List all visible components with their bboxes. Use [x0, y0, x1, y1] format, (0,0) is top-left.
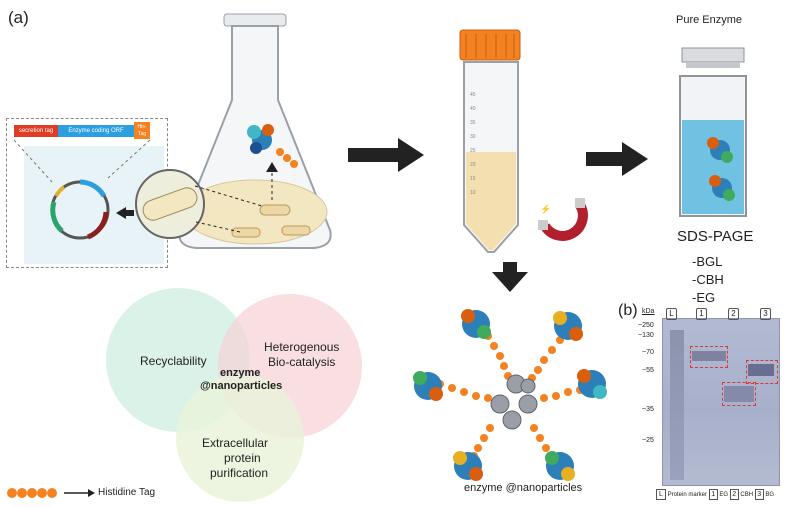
arrow-flask-to-tube [348, 138, 424, 172]
plasmid-arc-green [50, 201, 64, 233]
ladder-smear [670, 330, 684, 480]
footer-l2-text: CBH [740, 492, 754, 498]
svg-text:⚡: ⚡ [540, 203, 551, 215]
footer-l3-box: 3 [754, 489, 764, 500]
sds-item-cbh: -CBH [692, 272, 724, 287]
secretion-tag-block: secretion tag [14, 125, 58, 137]
arrow-tube-to-pure [586, 142, 648, 176]
venn-hetero-2: Bio-catalysis [268, 355, 336, 369]
venn-recyclability: Recyclability [140, 354, 207, 368]
np-caption: enzyme @nanoparticles [464, 482, 583, 494]
pure-enzyme-label: Pure Enzyme [676, 14, 743, 26]
box-eg [690, 346, 728, 368]
plasmid-arc-red [86, 211, 109, 240]
lane-header: L 1 2 3 [662, 308, 778, 320]
np-enzyme-4 [577, 369, 607, 399]
venn-center-1: enzyme [220, 367, 261, 379]
footer-l2-box: 2 [729, 489, 739, 500]
footer-l3-text: BG [765, 492, 775, 498]
footer-ladder-text: Protein marker [667, 492, 708, 498]
bacterium-2 [231, 227, 261, 238]
bacterium-1 [259, 204, 291, 216]
marker-130: ~130 [638, 332, 654, 339]
footer-l1-text: EG [719, 492, 729, 498]
enzyme-in-cuvette-2 [709, 175, 735, 201]
his-tag-label-2: Tag [137, 131, 147, 137]
np-enzyme-1 [461, 309, 491, 339]
venn-hetero-1: Heterogenous [264, 340, 340, 354]
box-cbh [722, 382, 756, 406]
tube-tick-label: 35 [470, 120, 476, 126]
sds-item-eg: -EG [692, 290, 716, 305]
tube-scale: 45 40 35 30 25 20 15 10 [470, 92, 500, 204]
lane-l: L [666, 308, 677, 320]
panel-b-label: (b) [618, 302, 638, 319]
tube-tick-label: 40 [470, 106, 476, 112]
tube-tick-label: 30 [470, 134, 476, 140]
marker-35: ~35 [642, 406, 654, 413]
marker-70: ~70 [642, 349, 654, 356]
orf-label: Enzyme coding ORF [68, 128, 124, 134]
tube-tick-label: 45 [470, 92, 476, 98]
footer-ladder-box: L [656, 489, 666, 500]
legend-his-tag: Histidine Tag [98, 487, 156, 498]
lane-2: 2 [728, 308, 739, 320]
gel-footer: L Protein marker 1 EG 2 CBH 3 BG [656, 489, 791, 501]
tube-tick-label: 20 [470, 162, 476, 168]
venn-extra-1: Extracellular [202, 436, 269, 450]
venn-center-2: @nanoparticles [200, 380, 283, 392]
enzyme-in-flask [247, 124, 298, 168]
venn-extra-2: protein [224, 451, 261, 465]
box-bg [746, 360, 778, 384]
his-tag-block: His- Tag [134, 122, 150, 139]
orf-block: Enzyme coding ORF [58, 125, 134, 137]
venn-extra-3: purification [210, 466, 269, 480]
bacterium-3 [281, 225, 311, 236]
magnet: ⚡ [538, 198, 588, 241]
np-enzyme-3 [413, 371, 443, 401]
venn-circle-extracellular [176, 374, 304, 502]
arrow-to-plasmid [116, 207, 126, 219]
plasmid-arc-blue [79, 179, 107, 198]
band-cbh [724, 386, 754, 402]
marker-25: ~25 [642, 437, 654, 444]
marker-250: ~250 [638, 322, 654, 329]
sds-title: SDS-PAGE [677, 228, 754, 245]
arrow-tube-to-nanoparticles [492, 262, 528, 292]
kda-label: kDa [642, 308, 655, 315]
tube-liquid [466, 152, 516, 250]
np-enzyme-2 [553, 311, 583, 341]
np-enzyme-5 [453, 451, 483, 481]
his-tag-label-1: His- [137, 124, 147, 130]
tube-cap [459, 29, 521, 61]
tube-tick-label: 10 [470, 190, 476, 196]
lane-3: 3 [760, 308, 771, 320]
band-eg [692, 351, 726, 361]
tube-tick-label: 25 [470, 148, 476, 154]
sds-item-bgl: -BGL [692, 254, 723, 269]
panel-a-label: (a) [8, 8, 29, 27]
lane-1: 1 [696, 308, 707, 320]
enzyme-in-cuvette-1 [707, 137, 733, 163]
plasmid-arc-yellow [54, 185, 66, 198]
secretion-tag-label: secretion tag [18, 128, 54, 134]
tube-tick-label: 15 [470, 176, 476, 182]
footer-l1-box: 1 [708, 489, 718, 500]
np-enzyme-6 [545, 451, 575, 481]
band-bg [748, 364, 774, 376]
marker-55: ~55 [642, 367, 654, 374]
